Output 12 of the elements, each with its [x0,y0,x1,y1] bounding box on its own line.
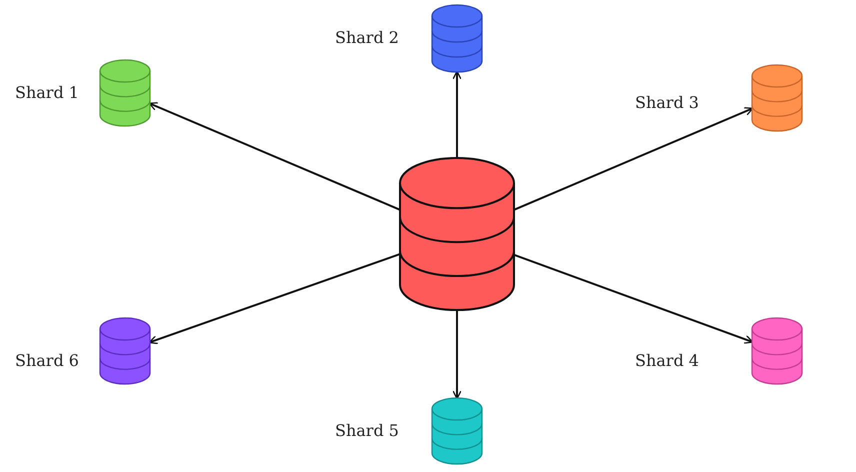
shard-label: Shard 3 [635,93,699,113]
shard-label: Shard 2 [335,28,399,48]
arrow [452,310,462,400]
shard-label: Shard 6 [15,351,79,371]
shard-label: Shard 1 [15,83,79,103]
arrow [514,107,754,211]
arrow [148,102,400,211]
shard-label: Shard 5 [335,421,399,441]
arrow [514,254,754,344]
arrow [452,70,462,158]
arrow [148,253,400,344]
shard-label: Shard 4 [635,351,699,371]
